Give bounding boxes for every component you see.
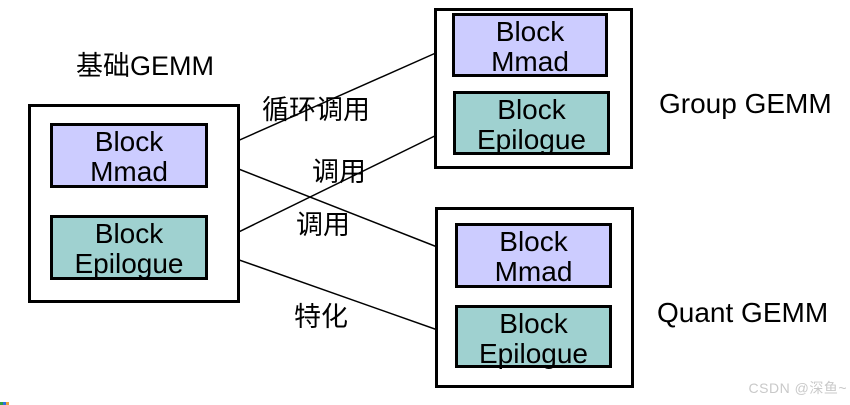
- block-label-line: Mmad: [491, 46, 569, 77]
- csdn-logo-fragment: [0, 402, 9, 405]
- group-block-mmad: Block Mmad: [452, 13, 608, 77]
- arrow-base-epilogue-to-group-epilogue: [207, 128, 451, 248]
- block-label-line: Block: [499, 308, 568, 339]
- base-block-epilogue: Block Epilogue: [50, 215, 208, 280]
- arrow-base-mmad-to-quant-mmad: [207, 156, 452, 254]
- base-gemm-box: Block Mmad Block Epilogue: [28, 104, 240, 303]
- csdn-watermark: CSDN @深鱼~: [748, 380, 847, 396]
- quant-block-mmad: Block Mmad: [455, 223, 612, 288]
- block-label-line: Block: [495, 16, 565, 47]
- block-label-line: Block: [497, 94, 566, 125]
- quant-gemm-title: Quant GEMM: [657, 297, 829, 328]
- group-gemm-box: Block Mmad Block Epilogue: [434, 8, 633, 169]
- block-label-line: Block: [499, 226, 568, 257]
- quant-gemm-box: Block Mmad Block Epilogue: [435, 207, 634, 388]
- block-label-line: Block: [94, 218, 164, 249]
- base-block-mmad: Block Mmad: [50, 123, 208, 188]
- edge-label-call-group: 调用: [312, 157, 366, 187]
- edge-label-call-quant: 调用: [296, 210, 350, 240]
- logo-fragment-segment: [3, 402, 6, 405]
- base-gemm-title: 基础GEMM: [76, 51, 214, 81]
- block-label-line: Mmad: [90, 156, 168, 187]
- edge-label-loop-call: 循环调用: [262, 95, 370, 125]
- arrow-base-mmad-to-group-mmad: [207, 47, 449, 155]
- logo-fragment-segment: [0, 402, 3, 405]
- block-label-line: Epilogue: [477, 124, 586, 155]
- block-label-line: Epilogue: [479, 338, 588, 369]
- logo-fragment-segment: [6, 402, 9, 405]
- edge-label-specialize: 特化: [294, 302, 348, 332]
- group-block-epilogue: Block Epilogue: [453, 91, 610, 155]
- block-label-line: Epilogue: [74, 248, 184, 279]
- quant-block-epilogue: Block Epilogue: [455, 305, 612, 369]
- group-gemm-title: Group GEMM: [659, 88, 832, 119]
- arrow-base-epilogue-to-quant-epilogue: [207, 248, 451, 336]
- block-label-line: Block: [94, 126, 164, 157]
- block-label-line: Mmad: [494, 256, 573, 287]
